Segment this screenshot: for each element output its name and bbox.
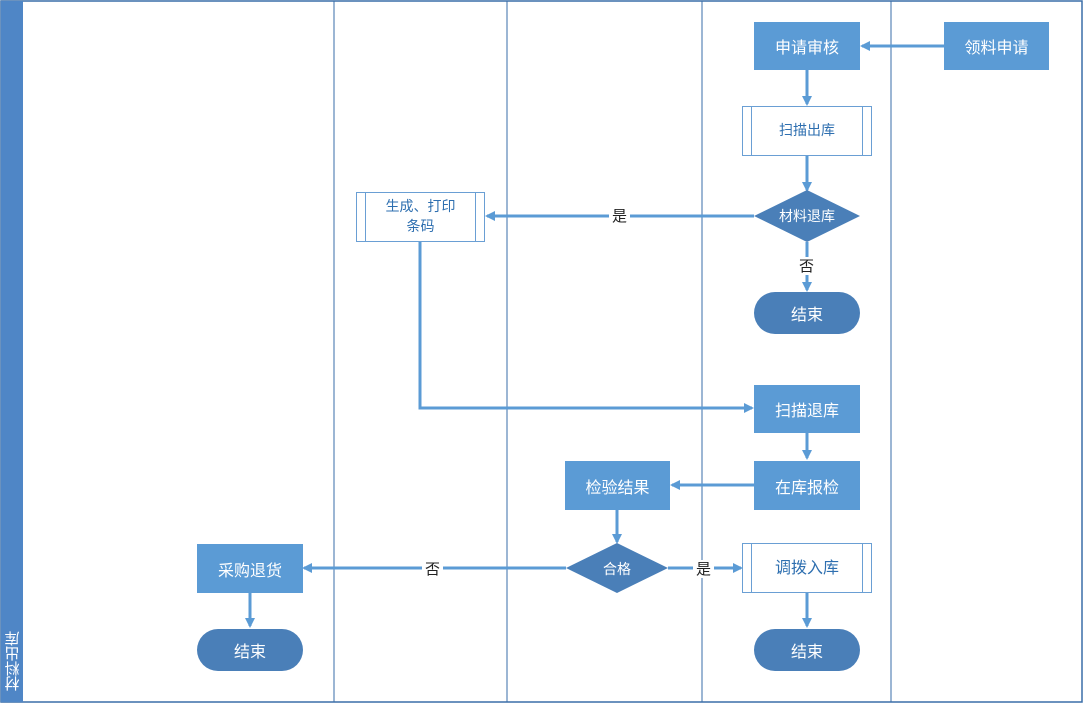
print-barcode-node: 生成、打印 条码: [356, 192, 485, 242]
end-node-3: 结束: [754, 629, 860, 671]
inspect-result-node: 检验结果: [565, 461, 670, 510]
scan-out-node: 扫描出库: [742, 106, 872, 156]
scan-return-node: 扫描退库: [754, 385, 860, 433]
print-barcode-label: 生成、打印 条码: [385, 199, 456, 235]
review-node: 申请审核: [754, 22, 860, 70]
return-decision-label: 材料退库: [779, 209, 835, 225]
end-node-2: 结束: [197, 629, 303, 671]
yes-label-qualified: 是: [693, 560, 715, 578]
qualified-decision-diamond: [566, 543, 668, 593]
arrow-print-scanreturn: [418, 242, 754, 413]
apply-node: 领料申请: [944, 22, 1049, 70]
inspect-request-node: 在库报检: [754, 461, 860, 510]
scan-out-label: 扫描出库: [779, 123, 835, 139]
purchase-return-node: 采购退货: [197, 544, 303, 593]
transfer-in-node: 调拨入库: [742, 543, 872, 593]
no-label-qualified: 否: [422, 560, 444, 578]
lane-title: 材料出库: [3, 631, 22, 691]
transfer-in-label: 调拨入库: [774, 558, 839, 577]
no-label-return: 否: [796, 257, 818, 275]
lane-sidebar: [1, 1, 23, 702]
return-decision-diamond: [754, 190, 860, 242]
qualified-decision-label: 合格: [603, 562, 631, 578]
end-node-1: 结束: [754, 292, 860, 334]
yes-label-return: 是: [609, 207, 631, 225]
